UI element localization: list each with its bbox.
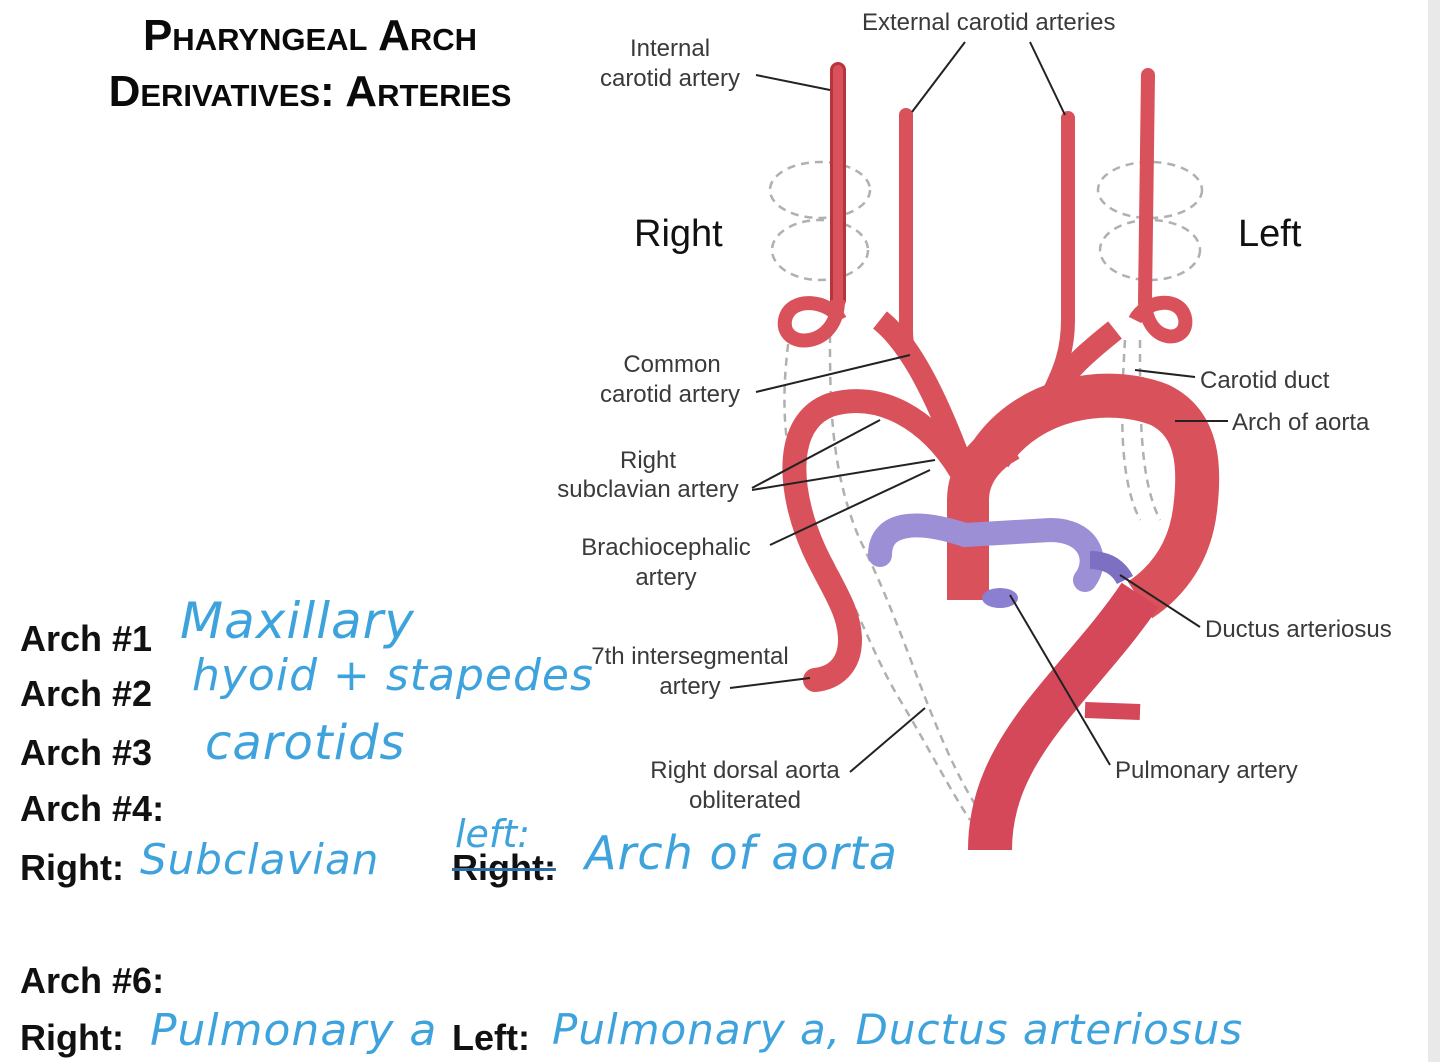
arch4-left-overwrite: left: [455, 812, 531, 856]
side-label-left: Left [1238, 213, 1302, 255]
label-brachiocephalic-2: artery [635, 564, 696, 591]
arch4-right-answer: Subclavian [140, 835, 380, 884]
label-internal-carotid-2: carotid artery [600, 65, 740, 92]
label-carotid-duct: Carotid duct [1200, 367, 1330, 394]
title-line-1: Pharyngeal Arch [142, 11, 478, 60]
arch6-left-label: Left: [452, 1017, 530, 1058]
page-title: Pharyngeal Arch Derivatives: Arteries [60, 8, 560, 120]
arch2-answer: hyoid + stapedes [192, 650, 594, 701]
arch4-right-label: Right: [20, 847, 124, 888]
arch6-right-label: Right: [20, 1017, 124, 1058]
label-common-carotid-1: Common [623, 351, 720, 378]
arch6-left-answer: Pulmonary a, Ductus arteriosus [552, 1005, 1244, 1054]
page-edge [1428, 0, 1440, 1062]
arteries [777, 62, 1220, 851]
arch1-label: Arch #1 [20, 618, 153, 659]
label-dorsal-aorta-1: Right dorsal aorta [650, 757, 840, 784]
arch6-right-answer: Pulmonary a [150, 1005, 438, 1056]
label-pulmonary-artery: Pulmonary artery [1115, 757, 1298, 784]
label-ductus-arteriosus: Ductus arteriosus [1205, 616, 1392, 643]
pulmonary-arteries [868, 513, 1134, 608]
arch1-answer: Maxillary [180, 592, 415, 650]
label-right-subclavian-1: Right [620, 447, 676, 474]
label-common-carotid-2: carotid artery [600, 381, 740, 408]
label-internal-carotid-1: Internal [630, 35, 710, 62]
side-label-right: Right [634, 213, 723, 255]
arch3-label: Arch #3 [20, 732, 153, 773]
label-dorsal-aorta-2: obliterated [689, 787, 801, 814]
leader-lines [729, 41, 1228, 773]
arch6-label: Arch #6: [20, 960, 165, 1001]
arch4-left-answer: Arch of aorta [585, 826, 898, 880]
label-intersegmental-1: 7th intersegmental [591, 643, 788, 670]
label-right-subclavian-2: subclavian artery [557, 476, 738, 503]
label-external-carotid: External carotid arteries [862, 9, 1115, 36]
label-intersegmental-2: artery [659, 673, 720, 700]
arch2-label: Arch #2 [20, 673, 153, 714]
label-arch-of-aorta: Arch of aorta [1232, 409, 1370, 436]
arch3-answer: carotids [205, 715, 406, 771]
label-brachiocephalic-1: Brachiocephalic [581, 534, 750, 561]
title-line-2: Derivatives: Arteries [108, 67, 512, 116]
arch4-left-label-struck: Right: [452, 847, 556, 888]
arch4-label: Arch #4: [20, 788, 165, 829]
